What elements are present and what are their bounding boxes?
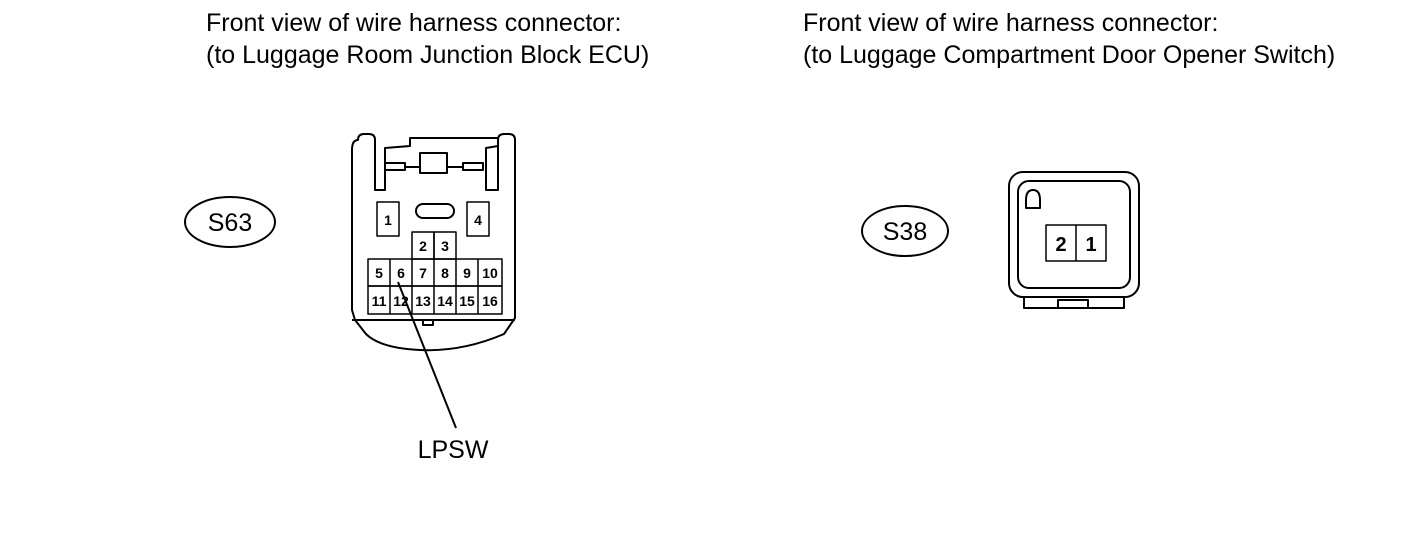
s63-pin-label-16: 16 [482,293,498,309]
s63-pin-label-9: 9 [463,265,471,281]
s63-pin-label-15: 15 [459,293,475,309]
right-caption-line1: Front view of wire harness connector: [803,9,1219,37]
s63-pin-label-2: 2 [419,238,427,254]
s63-pin-1 [376,201,400,237]
s38-code-text: S38 [883,218,927,246]
s63-pin-label-8: 8 [441,265,449,281]
s63-pin-label-3: 3 [441,238,449,254]
left-connector-caption: Front view of wire harness connector: (t… [206,7,649,71]
s38-code-ellipse [861,205,949,257]
s63-key-slot [415,203,455,219]
s63-pin-label-10: 10 [482,265,498,281]
s63-pin-label-4: 4 [474,212,482,228]
lpsw-callout-label: LPSW [418,436,489,464]
s63-outline [351,133,516,352]
s63-pin-label-14: 14 [437,293,453,309]
left-caption-line1: Front view of wire harness connector: [206,9,622,37]
s63-pin-labels: 1 4 2 3 5 6 7 8 9 10 11 12 13 14 15 16 [372,212,498,309]
s63-latch-slot-left [384,162,406,171]
s63-code-label: S63 [184,196,276,248]
s38-pin-label-1: 1 [1085,234,1096,256]
s38-connector-body [1008,171,1140,309]
s63-latch [419,152,448,174]
s63-pin-label-6: 6 [397,265,405,281]
s63-pin-label-11: 11 [372,293,387,309]
s38-pin-labels: 2 1 [1055,234,1096,256]
s63-pin-4 [466,201,490,237]
s38-bottom-rail [1023,297,1125,309]
s63-code-ellipse [184,196,276,248]
right-connector-caption: Front view of wire harness connector: (t… [803,7,1335,71]
s63-pin-label-13: 13 [415,293,431,309]
s63-connector-body [351,133,516,352]
s38-bottom-notch [1057,299,1089,309]
left-caption-line2: (to Luggage Room Junction Block ECU) [206,41,650,69]
s63-pin-label-1: 1 [384,212,392,228]
s38-inner-outline [1017,180,1131,289]
s63-pin-label-12: 12 [393,293,409,309]
s63-pin-label-5: 5 [375,265,383,281]
s63-bottom-notch [422,319,434,326]
s38-pin-label-2: 2 [1055,234,1066,256]
s38-outline [1008,171,1140,298]
lpsw-leader-line [397,281,457,429]
s38-code-label: S38 [861,205,949,257]
s63-latch-slot-right [462,162,484,171]
s63-pin-label-7: 7 [419,265,427,281]
s63-code-text: S63 [208,209,252,237]
s63-pin-grid [367,201,503,315]
s38-key-mark [1025,189,1041,209]
s63-pin-row-b [367,285,503,315]
right-caption-line2: (to Luggage Compartment Door Opener Swit… [803,41,1336,69]
